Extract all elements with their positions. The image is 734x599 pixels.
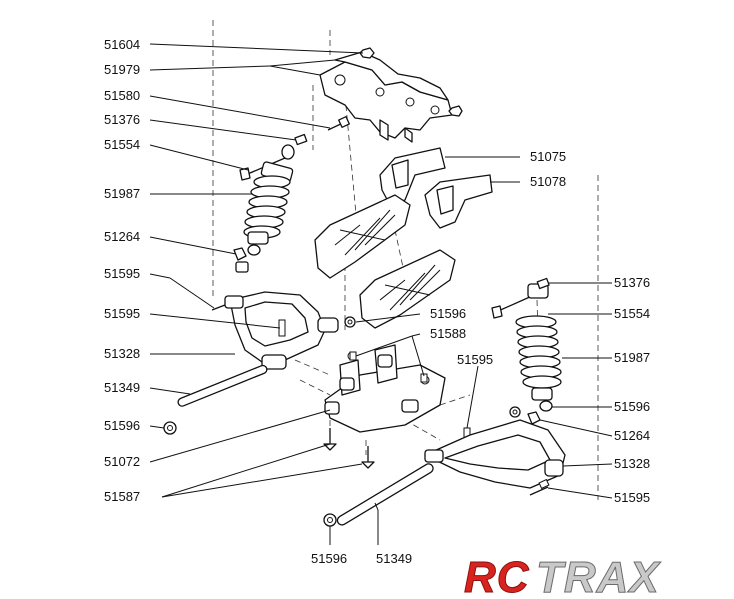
pivot-ball-51264-right xyxy=(527,411,541,425)
label-51554-left: 51554 xyxy=(104,137,140,152)
label-51376-left: 51376 xyxy=(104,112,140,127)
hinge-pin-left xyxy=(177,364,268,407)
label-51072: 51072 xyxy=(104,454,140,469)
logo-trax: TRAX xyxy=(536,553,661,599)
label-51595-left: 51595 xyxy=(104,306,140,321)
label-51580: 51580 xyxy=(104,88,140,103)
bulkhead-51072 xyxy=(324,344,446,433)
label-51349-bottom: 51349 xyxy=(376,551,412,566)
label-51588: 51588 xyxy=(430,326,466,341)
arm-mount-51078 xyxy=(359,174,493,329)
label-51595-center: 51595 xyxy=(457,352,493,367)
small-screw-51376-right xyxy=(536,277,550,290)
label-51376-right: 51376 xyxy=(614,275,650,290)
label-51596-left: 51596 xyxy=(104,418,140,433)
label-51979: 51979 xyxy=(104,62,140,77)
label-51328-left: 51328 xyxy=(104,346,140,361)
label-51264-right: 51264 xyxy=(614,428,650,443)
pin-51595-right xyxy=(529,478,550,496)
pivot-ball-51264-left xyxy=(233,247,249,273)
suspension-arm-left xyxy=(224,291,339,370)
rctrax-logo: RC TRAX xyxy=(464,553,661,599)
label-51596-bottom: 51596 xyxy=(311,551,347,566)
part-labels: 51604 51979 51580 51376 51554 51987 5126… xyxy=(104,37,650,566)
label-51587: 51587 xyxy=(104,489,140,504)
label-51075: 51075 xyxy=(530,149,566,164)
e-clip-51596-mid xyxy=(344,316,356,328)
leader-lines xyxy=(149,43,613,545)
label-51078: 51078 xyxy=(530,174,566,189)
e-clip-51596-right xyxy=(509,406,521,418)
label-51987-right: 51987 xyxy=(614,350,650,365)
label-51596-right: 51596 xyxy=(614,399,650,414)
shock-absorber-right xyxy=(491,283,562,412)
label-51264-left: 51264 xyxy=(104,229,140,244)
arm-mount-51075 xyxy=(314,147,446,279)
shock-absorber-left xyxy=(239,144,295,256)
suspension-arm-right xyxy=(424,419,566,489)
label-51349-left: 51349 xyxy=(104,380,140,395)
e-clip-51596-bottom xyxy=(323,513,337,527)
small-screw-51376-left xyxy=(294,133,308,146)
label-51987-left: 51987 xyxy=(104,186,140,201)
hinge-pin-bottom xyxy=(336,463,434,526)
logo-rc: RC xyxy=(464,553,530,599)
label-51595-right: 51595 xyxy=(614,490,650,505)
e-clip-51596-left xyxy=(163,421,177,435)
label-51328-right: 51328 xyxy=(614,456,650,471)
label-51604: 51604 xyxy=(104,37,140,52)
label-51595-upper-left: 51595 xyxy=(104,266,140,281)
tower-screw xyxy=(327,116,350,131)
label-51554-right: 51554 xyxy=(614,306,650,321)
label-51596-mid: 51596 xyxy=(430,306,466,321)
screw-51587 xyxy=(323,428,375,469)
shock-tower-plate xyxy=(319,51,453,143)
